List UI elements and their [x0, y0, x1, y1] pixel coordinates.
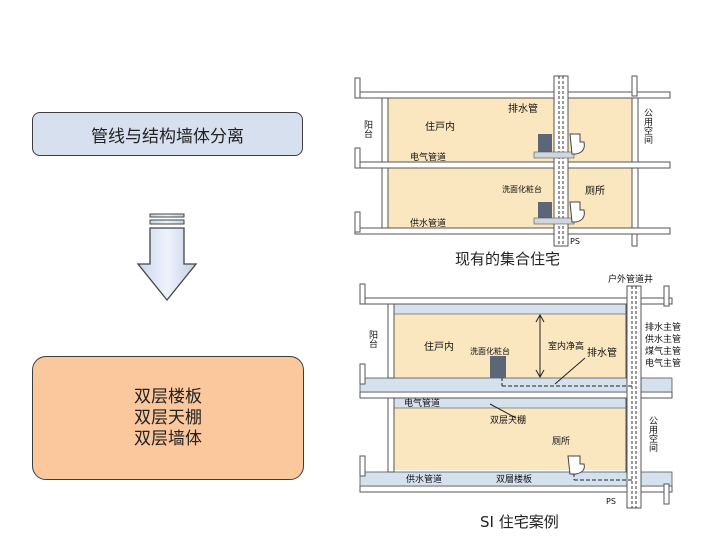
separation-label: 管线与结构墙体分离 [91, 126, 244, 147]
down-arrow-icon [136, 213, 198, 302]
double-ceiling-label: 双层天棚 [490, 414, 526, 426]
public-space-label: 公用空间 [642, 108, 653, 145]
clear-height-label: 室内净高 [548, 340, 584, 352]
double-wall-line: 双层墙体 [134, 428, 202, 449]
electric-pipe-label: 电气管道 [410, 151, 446, 163]
water-supply-label-si: 供水管道 [406, 473, 442, 485]
mains-electric-label: 电气主管 [645, 357, 681, 369]
electric-pipe-label-si: 电气管道 [404, 397, 440, 409]
toilet-label-si: 厕所 [552, 436, 570, 447]
balcony-label: 阳台 [362, 120, 373, 139]
mains-gas-label: 煤气主管 [645, 345, 681, 357]
double-layer-box: 双层楼板 双层天棚 双层墙体 [32, 356, 304, 480]
existing-housing-caption: 现有的集合住宅 [455, 250, 561, 268]
toilet-label: 厕所 [585, 185, 605, 197]
si-housing-section: 户外管道井 阳台 住戸内 洗面化粧台 室内净高 排水管 排水主管 供水主管 煤气… [359, 273, 681, 509]
dwelling-label-si: 住戸内 [424, 340, 454, 353]
mains-water-label: 供水主管 [645, 333, 681, 345]
ps-label: PS [570, 237, 580, 246]
drain-pipe-label: 排水管 [508, 102, 538, 115]
ps-label-si: PS [606, 497, 616, 506]
water-supply-label: 供水管道 [410, 217, 446, 229]
existing-housing-section: 阳台 住戸内 排水管 公用空间 电气管道 洗面化粧台 厕所 供水管道 PS [354, 75, 671, 247]
outdoor-shaft-label: 户外管道井 [608, 273, 653, 285]
double-floor-line: 双层楼板 [134, 386, 202, 407]
double-floor-label: 双層楼板 [496, 473, 532, 485]
mains-drain-label: 排水主管 [645, 321, 681, 333]
public-space-label-si: 公用空间 [647, 416, 658, 453]
balcony-label-si: 阳台 [367, 330, 378, 349]
dwelling-label: 住戸内 [425, 120, 455, 133]
double-ceiling-line: 双层天棚 [134, 407, 202, 428]
separation-box: 管线与结构墙体分离 [32, 112, 303, 156]
washbasin-label-si: 洗面化粧台 [470, 346, 510, 356]
drain-pipe-label-si: 排水管 [587, 346, 617, 359]
si-housing-caption: SI 住宅案例 [480, 513, 559, 531]
washbasin-label: 洗面化粧台 [502, 184, 542, 194]
